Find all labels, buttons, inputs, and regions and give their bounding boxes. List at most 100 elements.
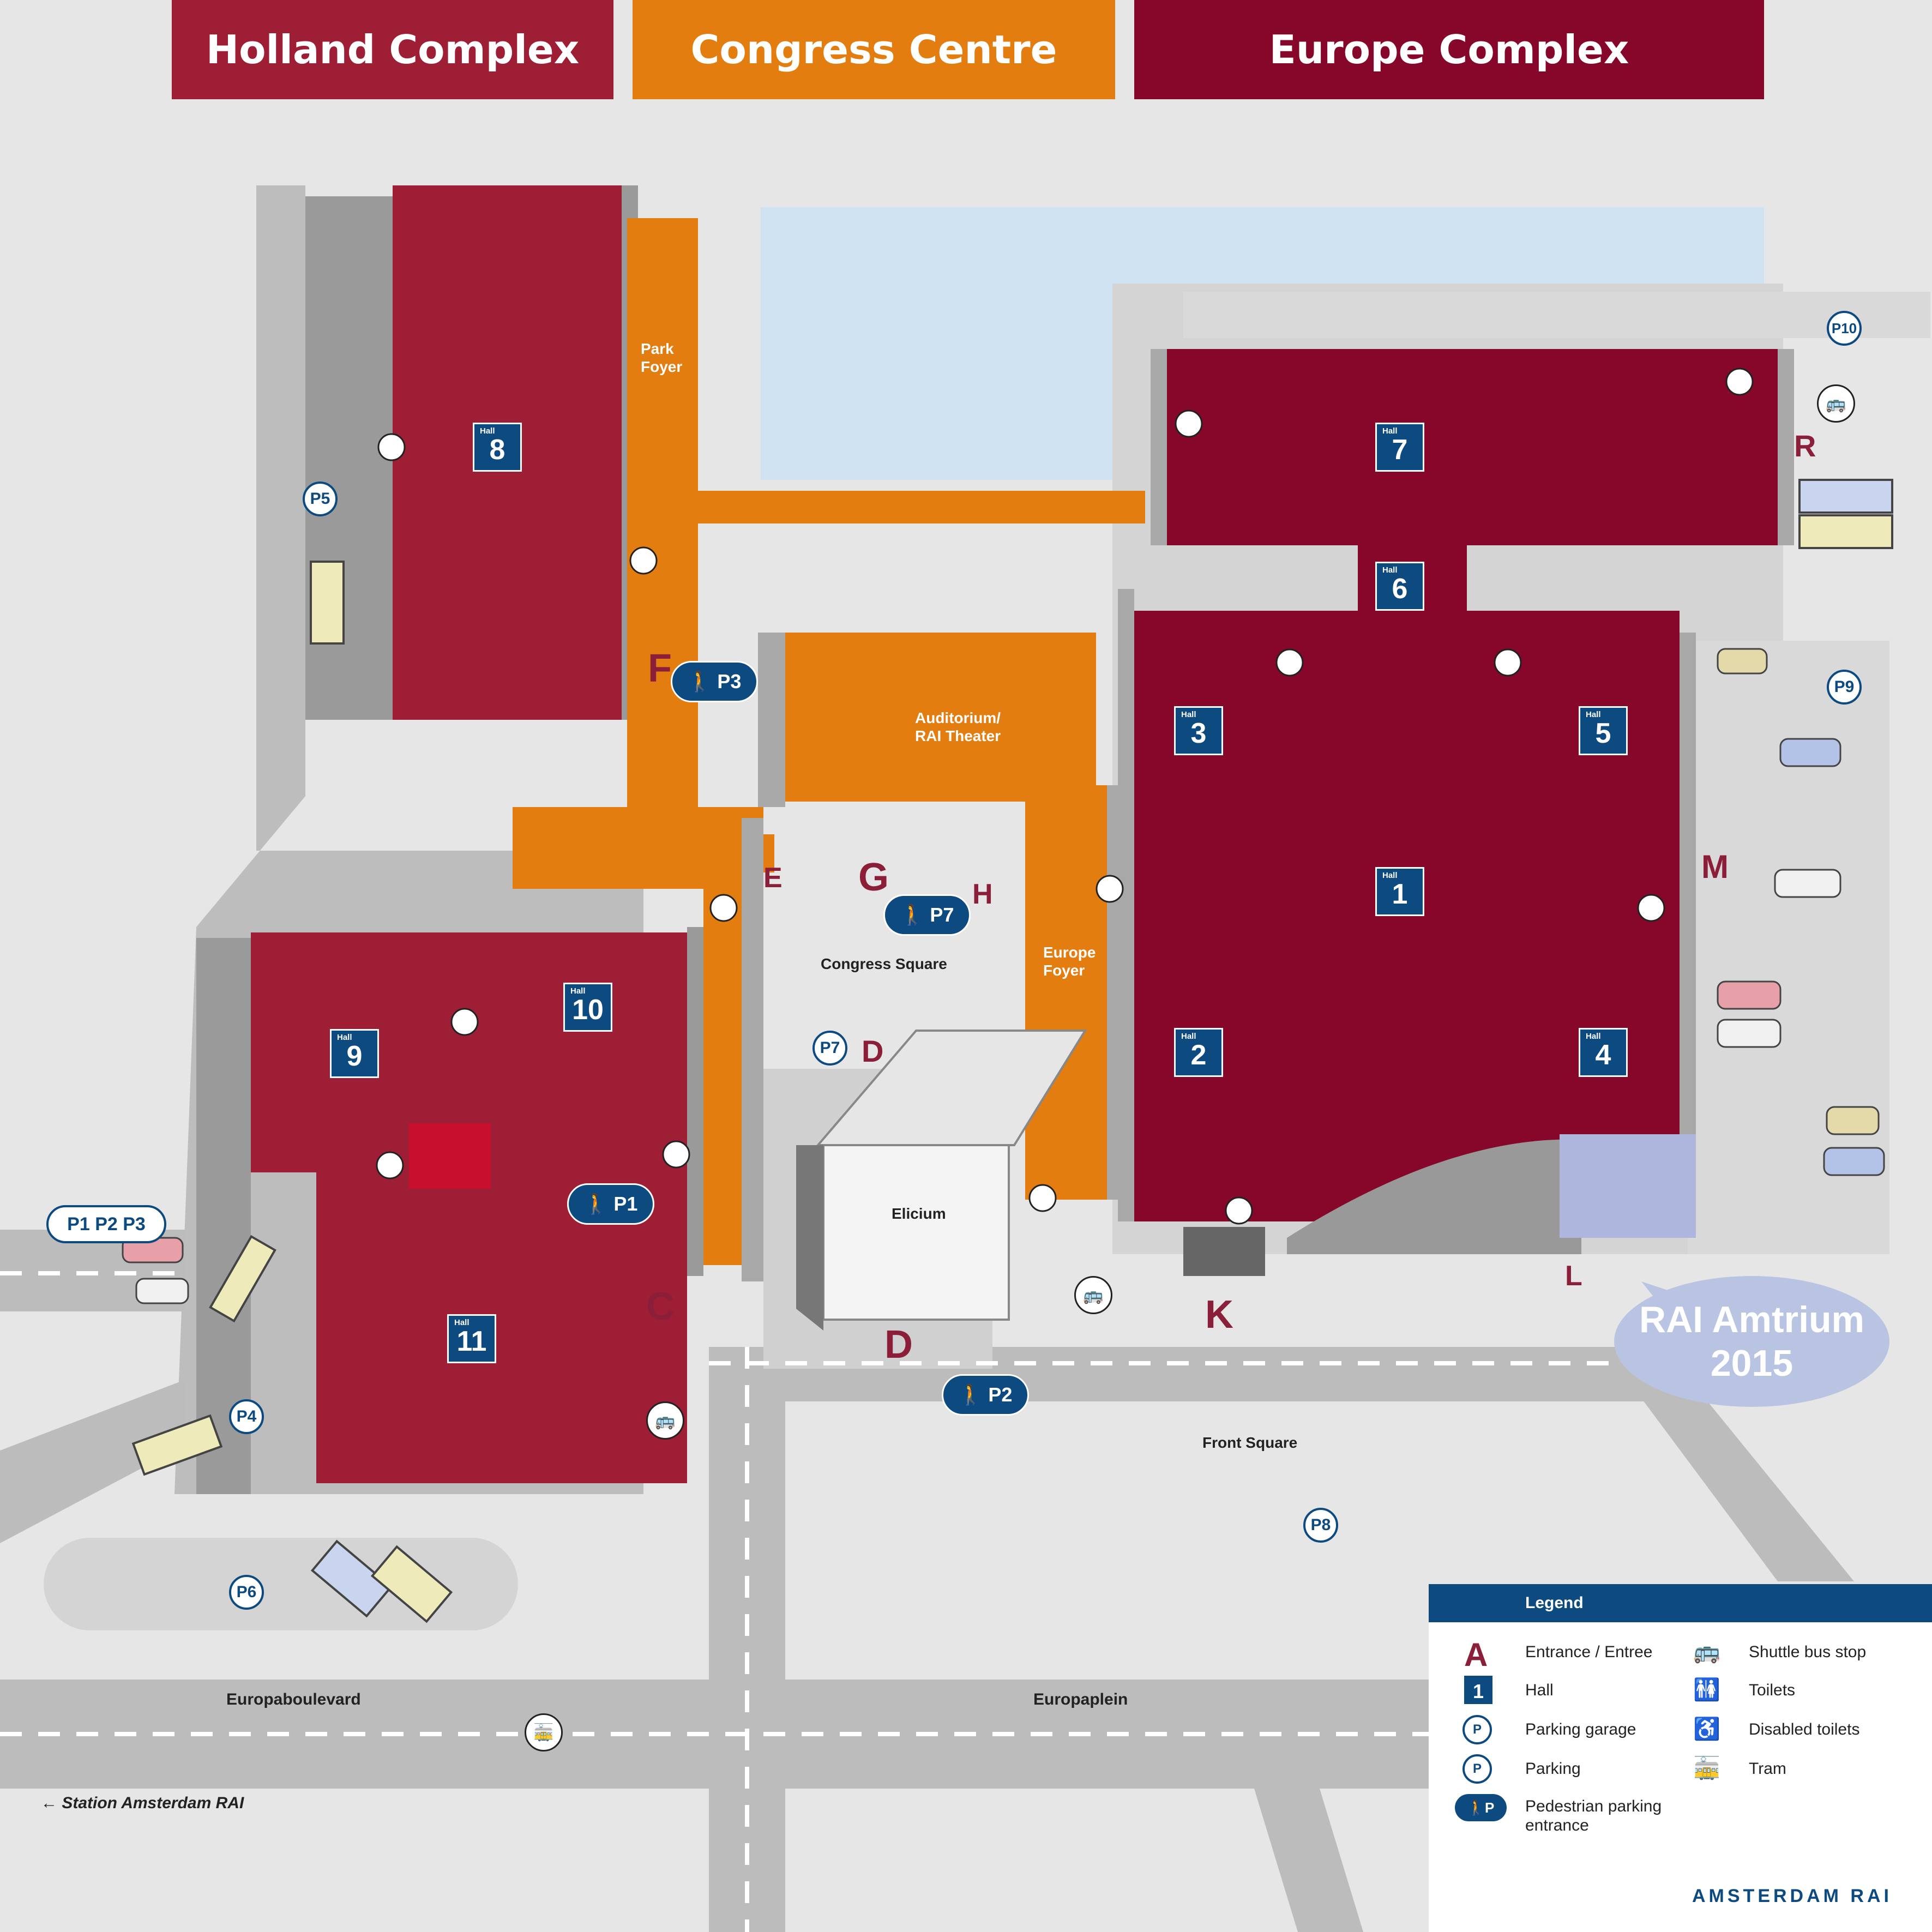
hall-label: Hall (1181, 710, 1196, 719)
europaboulevard-label: Europaboulevard (226, 1690, 361, 1708)
parking-p9[interactable]: P9 (1827, 670, 1862, 705)
disabled-legend-icon: ♿ (1693, 1717, 1720, 1741)
parking-p5[interactable]: P5 (303, 482, 338, 516)
parking-garage-p7[interactable]: P7 (812, 1031, 847, 1066)
pedestrian-p7[interactable]: 🚶 P7 (883, 894, 971, 936)
shuttle-bus-stop-c-icon[interactable]: 🚌 (646, 1401, 684, 1440)
toilet-icons (376, 368, 1754, 1225)
p10-strip (1183, 292, 1930, 338)
legend-disabled: Disabled toilets (1749, 1720, 1860, 1738)
entrance-g[interactable]: G (858, 856, 889, 899)
red-block (409, 1123, 491, 1189)
hall-label: Hall (1181, 1032, 1196, 1041)
pedestrian-icon: 🚶 (958, 1383, 989, 1406)
tram-icon[interactable]: 🚋 (525, 1713, 563, 1752)
pedestrian-icon: 🚶 (900, 904, 930, 926)
amtrium-title: RAI Amtrium (1639, 1299, 1865, 1340)
parking-p10[interactable]: P10 (1827, 311, 1862, 346)
entrance-f[interactable]: F (648, 647, 672, 690)
legend-pedestrian: Pedestrian parking entrance (1525, 1797, 1662, 1834)
entrance-c[interactable]: C (646, 1285, 675, 1328)
hall-number: 9 (346, 1040, 363, 1072)
auditorium-label: Auditorium/ RAI Theater (915, 709, 1001, 744)
legend-hall: Hall (1525, 1681, 1554, 1699)
entrance-m[interactable]: M (1701, 848, 1729, 885)
pedestrian-p2[interactable]: 🚶 P2 (942, 1374, 1029, 1416)
hall-legend-icon: 1 (1464, 1676, 1492, 1704)
entrance-d-square[interactable]: D (862, 1034, 884, 1068)
legend-parking-garage: Parking garage (1525, 1720, 1636, 1738)
hall-number: 5 (1595, 718, 1611, 749)
hall-number: 2 (1190, 1039, 1207, 1071)
hall-label: Hall (1382, 565, 1398, 575)
hall-number: 10 (572, 994, 604, 1026)
hall-label: Hall (337, 1033, 352, 1042)
pedestrian-icon: 🚶 (687, 670, 718, 693)
tram-legend-icon: 🚋 (1693, 1756, 1720, 1780)
shuttle-legend-icon: 🚌 (1693, 1640, 1720, 1664)
europaplein-label: Europaplein (1033, 1690, 1128, 1708)
entrance-legend-icon: A (1464, 1636, 1488, 1673)
parking-p6[interactable]: P6 (229, 1575, 264, 1610)
hall-number: 7 (1392, 434, 1408, 466)
entrance-h[interactable]: H (972, 878, 993, 910)
entrance-l[interactable]: L (1565, 1260, 1582, 1292)
europe-walls (1118, 349, 1794, 1221)
pedestrian-p3[interactable]: 🚶 P3 (671, 661, 758, 702)
vehicles (122, 479, 1893, 1623)
entrance-d-front[interactable]: D (884, 1323, 913, 1367)
shuttle-bus-stop-r-icon[interactable]: 🚌 (1817, 384, 1855, 423)
pedestrian-p1[interactable]: 🚶 P1 (567, 1183, 654, 1225)
park-foyer-label: Park Foyer (641, 340, 683, 375)
entrance-e[interactable]: E (763, 862, 783, 894)
elicium-building (796, 1030, 1087, 1331)
europe-foyer-label: Europe Foyer (1043, 944, 1096, 979)
rai-amtrium-callout: RAI Amtrium 2015 (1614, 1276, 1889, 1407)
hall-number: 1 (1392, 878, 1408, 910)
congress-centre-banner: Congress Centre (633, 0, 1115, 99)
europe-complex-banner: Europe Complex (1134, 0, 1764, 99)
legend-shuttle: Shuttle bus stop (1749, 1643, 1867, 1661)
front-square-label: Front Square (1202, 1434, 1298, 1451)
pedestrian-p7-label: P7 (930, 904, 954, 926)
parking-garage-legend-icon: P (1462, 1715, 1492, 1744)
hall-label: Hall (454, 1318, 470, 1327)
parking-legend-icon: P (1462, 1754, 1492, 1784)
hall-number: 11 (456, 1326, 487, 1357)
pedestrian-icon: 🚶 (583, 1193, 614, 1215)
pedestrian-p1-label: P1 (613, 1193, 638, 1215)
hall-label: Hall (570, 986, 586, 996)
shuttle-bus-stop-k-icon[interactable]: 🚌 (1074, 1276, 1112, 1314)
parking-p8[interactable]: P8 (1303, 1508, 1338, 1543)
pedestrian-p3-label: P3 (717, 670, 742, 693)
entrance-k[interactable]: K (1205, 1293, 1233, 1337)
elicium-label: Elicium (892, 1205, 946, 1222)
legend-tram: Tram (1749, 1760, 1786, 1778)
legend-entrance: Entrance / Entree (1525, 1643, 1653, 1661)
legend-title: Legend (1429, 1584, 1932, 1622)
parking-p4[interactable]: P4 (229, 1399, 264, 1434)
hall-number: 3 (1190, 718, 1207, 749)
entrance-r[interactable]: R (1794, 429, 1816, 463)
hall-label: Hall (1586, 710, 1601, 719)
hall-label: Hall (480, 426, 495, 436)
hall-label: Hall (1382, 426, 1398, 436)
parking-garage-combo[interactable]: P1 P2 P3 (46, 1205, 166, 1243)
hall-number: 8 (489, 434, 505, 466)
pedestrian-p2-label: P2 (988, 1383, 1013, 1406)
amtrium-building (1183, 1134, 1696, 1276)
hall-number: 6 (1392, 573, 1408, 605)
station-label: ← Station Amsterdam RAI (41, 1794, 244, 1812)
